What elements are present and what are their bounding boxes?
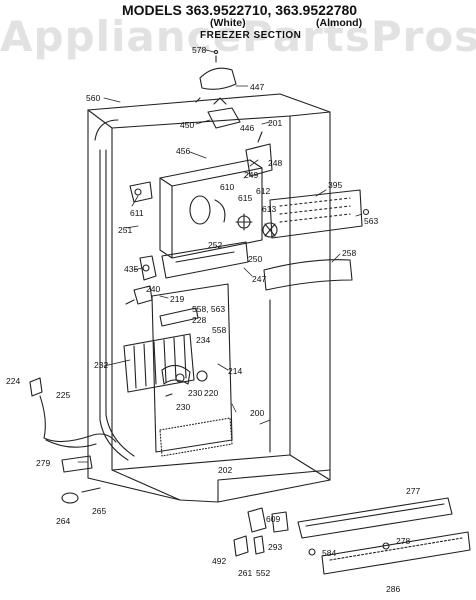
part-label: 610 [220,182,234,192]
part-label: 613 [262,204,276,214]
light-housing-assembly [195,49,241,129]
evaporator-cover [269,189,363,239]
models-title: MODELS 363.9522710, 363.9522780 [122,2,358,18]
part-label: 615 [238,193,252,203]
part-label: 279 [36,458,50,468]
part-label: 220 [204,388,218,398]
control-panel [129,131,278,259]
rear-panel [151,283,233,453]
part-label: 560 [86,93,100,103]
part-label: 261 [238,568,252,578]
part-label: 248 [268,158,282,168]
part-label: 219 [170,294,184,304]
part-label: 228 [192,315,206,325]
part-label: 584 [322,548,336,558]
evaporator-coil [123,307,233,457]
part-label: 247 [252,274,266,284]
variant-almond: (Almond) [316,17,363,29]
freezer-liner [87,93,331,503]
part-label: 563 [364,216,378,226]
part-label: 214 [228,366,242,376]
part-label: 200 [250,408,264,418]
part-label: 435 [124,264,138,274]
part-label: 232 [94,360,108,370]
variant-white: (White) [210,17,246,29]
part-label: 230 [176,402,190,412]
part-label: 492 [212,556,226,566]
trim-parts [125,241,353,305]
bottom-parts [61,208,471,575]
part-label: 224 [6,376,20,386]
part-label: 293 [268,542,282,552]
part-label: 558, 563 [192,304,225,314]
part-label: 249 [244,170,258,180]
part-label: 234 [196,335,210,345]
part-label: 277 [406,486,420,496]
part-label: 609 [266,514,280,524]
section-title: FREEZER SECTION [200,30,302,41]
part-label: 558 [212,325,226,335]
part-label: 202 [218,465,232,475]
leader-lines [77,49,363,463]
part-label: 278 [396,536,410,546]
part-label: 201 [268,118,282,128]
part-label: 230 [188,388,202,398]
part-label: 258 [342,248,356,258]
part-label: 395 [328,180,342,190]
part-label: 251 [118,225,132,235]
wire-harness [29,377,117,448]
part-label: 456 [176,146,190,156]
part-label: 264 [56,516,70,526]
part-label: 252 [208,240,222,250]
part-label: 450 [180,120,194,130]
part-label: 447 [250,82,264,92]
part-label: 611 [130,208,144,218]
part-label: 552 [256,568,270,578]
part-label: 265 [92,506,106,516]
part-label: 446 [240,123,254,133]
part-label: 578 [192,45,206,55]
part-label: 286 [386,584,400,594]
part-label: 612 [256,186,270,196]
part-label: 225 [56,390,70,400]
part-label: 250 [248,254,262,264]
part-label: 240 [146,284,160,294]
